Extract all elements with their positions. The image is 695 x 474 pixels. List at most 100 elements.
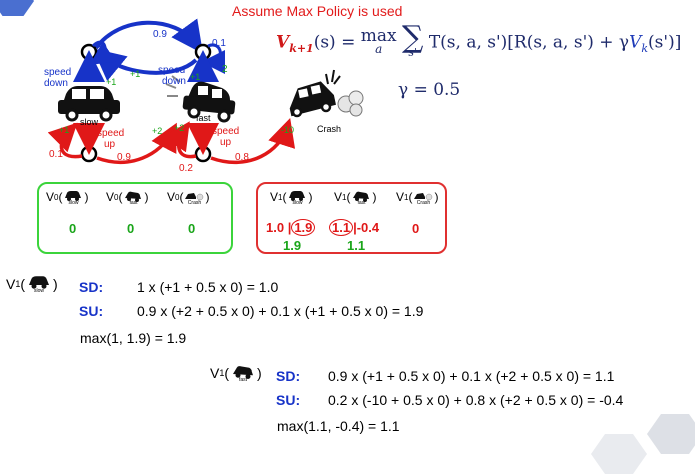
chance-node-fast-down [194, 43, 212, 61]
mini-state-slow: slow [292, 200, 303, 206]
formula-lhs: V [276, 32, 290, 53]
label-top-prob: 0.9 [153, 29, 167, 40]
formula-lhs-arg: (s) = [313, 32, 361, 53]
label-fast: fast [196, 113, 211, 123]
v1-sub: 1 [342, 192, 347, 202]
chance-node-fast-up [194, 145, 212, 163]
mini-car-crash-icon: Crash [413, 190, 433, 206]
v0-label: V [106, 190, 115, 204]
corner-hexagon-bottom-right-2 [591, 434, 647, 474]
formula-body-a: T(s, a, s')[R(s, a, s') + γ [428, 32, 630, 53]
v1-fast-candidates: 1.1|-0.4 [329, 219, 379, 236]
label-p09: 0.9 [117, 152, 131, 163]
calc-fast-v: V [210, 365, 220, 381]
label-speed-down-slow-1: speed [44, 67, 71, 78]
corner-hexagon-bottom-right-1 [647, 414, 695, 454]
formula-vk: V [629, 32, 642, 53]
label-minus10: -10 [281, 125, 294, 135]
mini-state-fast: fast [129, 200, 138, 206]
label-plus1-c: +1 [190, 72, 200, 82]
v0-sub: 0 [114, 192, 119, 202]
label-slow: slow [80, 117, 99, 127]
calc-slow-v: V [6, 276, 16, 292]
calc-slow-max: max(1, 1.9) = 1.9 [80, 330, 187, 346]
v1-label: V [334, 190, 343, 204]
label-plus1-d: +1 [59, 125, 69, 135]
car-slow-icon [58, 86, 120, 122]
label-p08: 0.8 [235, 152, 249, 163]
calc-fast-su-expr: 0.2 x (-10 + 0.5 x 0) + 0.8 x (+2 + 0.5 … [328, 392, 624, 408]
calc-car-fast-icon: fast [230, 364, 256, 383]
car-fast-icon [165, 75, 236, 123]
calc-slow-v-sub: 1 [15, 279, 21, 289]
v0-crash-value: 0 [188, 221, 196, 236]
car-crash-icon [289, 69, 364, 118]
formula-sum-sub: s' [408, 46, 418, 59]
policy-note: Assume Max Policy is used [232, 3, 403, 19]
v1-slow-su-value: 1.9 [291, 219, 316, 236]
calc-slow-su-expr: 0.9 x (+2 + 0.5 x 0) + 0.1 x (+1 + 0.5 x… [137, 303, 424, 319]
calc-fast-sd-label: SD: [276, 368, 301, 384]
formula-lhs-sub: k+1 [289, 41, 314, 55]
formula-vk-sub: k [641, 41, 649, 55]
calc-slow-state: slow [34, 288, 45, 294]
mini-car-fast-icon: fast [123, 190, 143, 206]
label-speed-up-fast-2: up [220, 137, 232, 148]
formula-max: max [360, 26, 397, 46]
label-speed-up-slow-1: speed [97, 128, 124, 139]
label-p02: 0.2 [179, 163, 193, 174]
label-top-right-prob: 0.1 [212, 38, 226, 49]
label-speed-up-fast-1: speed [212, 126, 239, 137]
v1-crash-value: 0 [412, 221, 420, 236]
mini-state-crash: Crash [187, 200, 202, 206]
gamma-value: γ = 0.5 [398, 80, 461, 100]
label-speed-down-fast-1: speed [158, 65, 185, 76]
v0-sub: 0 [54, 192, 59, 202]
calc-fast-state: fast [239, 377, 248, 383]
mdp-diagram: 0.9 0.1 1 2 speed down speed down +1 +1 … [44, 18, 364, 174]
mini-car-slow-icon: slow [63, 190, 83, 206]
v0-label: V [46, 190, 55, 204]
label-plus2-a: +2 [152, 126, 162, 136]
corner-hexagon-top-left [0, 0, 34, 16]
v0-box [37, 182, 233, 254]
calc-slow-sd-expr: 1 x (+1 + 0.5 x 0) = 1.0 [137, 279, 279, 295]
calc-fast-max: max(1.1, -0.4) = 1.1 [277, 418, 400, 434]
label-fast-self-prob: 2 [222, 64, 228, 75]
label-slow-self-prob: 1 [97, 42, 103, 53]
v1-label: V [396, 190, 405, 204]
chance-node-slow-down [80, 43, 98, 61]
label-plus1-a: +1 [106, 77, 116, 87]
v1-sub: 1 [404, 192, 409, 202]
v0-label: V [167, 190, 176, 204]
mini-car-slow-icon: slow [287, 190, 307, 206]
label-p01: 0.1 [49, 149, 63, 160]
mini-car-fast-icon: fast [351, 190, 371, 206]
calc-fast-su-label: SU: [276, 392, 301, 408]
v0-sub: 0 [175, 192, 180, 202]
formula-max-sub: a [375, 42, 383, 56]
arrow-slow-to-fast-speed-down [94, 18, 204, 54]
v1-slow-sd-value: 1.0 [266, 220, 285, 235]
label-speed-down-slow-2: down [44, 78, 68, 89]
sum-symbol-icon: ∑ [402, 20, 424, 55]
v1-slow-max: 1.9 [283, 238, 302, 253]
calc-fast-v-sub: 1 [219, 368, 225, 378]
bellman-equation: Vk+1(s) = max a ∑ s' T(s, a, s')[R(s, a,… [276, 20, 681, 59]
v1-slow-candidates: 1.0 |1.9 [266, 219, 316, 236]
mini-state-slow: slow [68, 200, 79, 206]
label-speed-up-slow-2: up [104, 139, 116, 150]
calc-fast-sd-expr: 0.9 x (+1 + 0.5 x 0) + 0.1 x (+2 + 0.5 x… [328, 368, 615, 384]
label-crash: Crash [317, 124, 341, 134]
chance-node-slow-up [80, 145, 98, 163]
calc-car-slow-icon: slow [26, 275, 52, 294]
v0-fast-value: 0 [127, 221, 135, 236]
v0-slow-value: 0 [69, 221, 77, 236]
label-plus1-b: +1 [130, 69, 140, 79]
